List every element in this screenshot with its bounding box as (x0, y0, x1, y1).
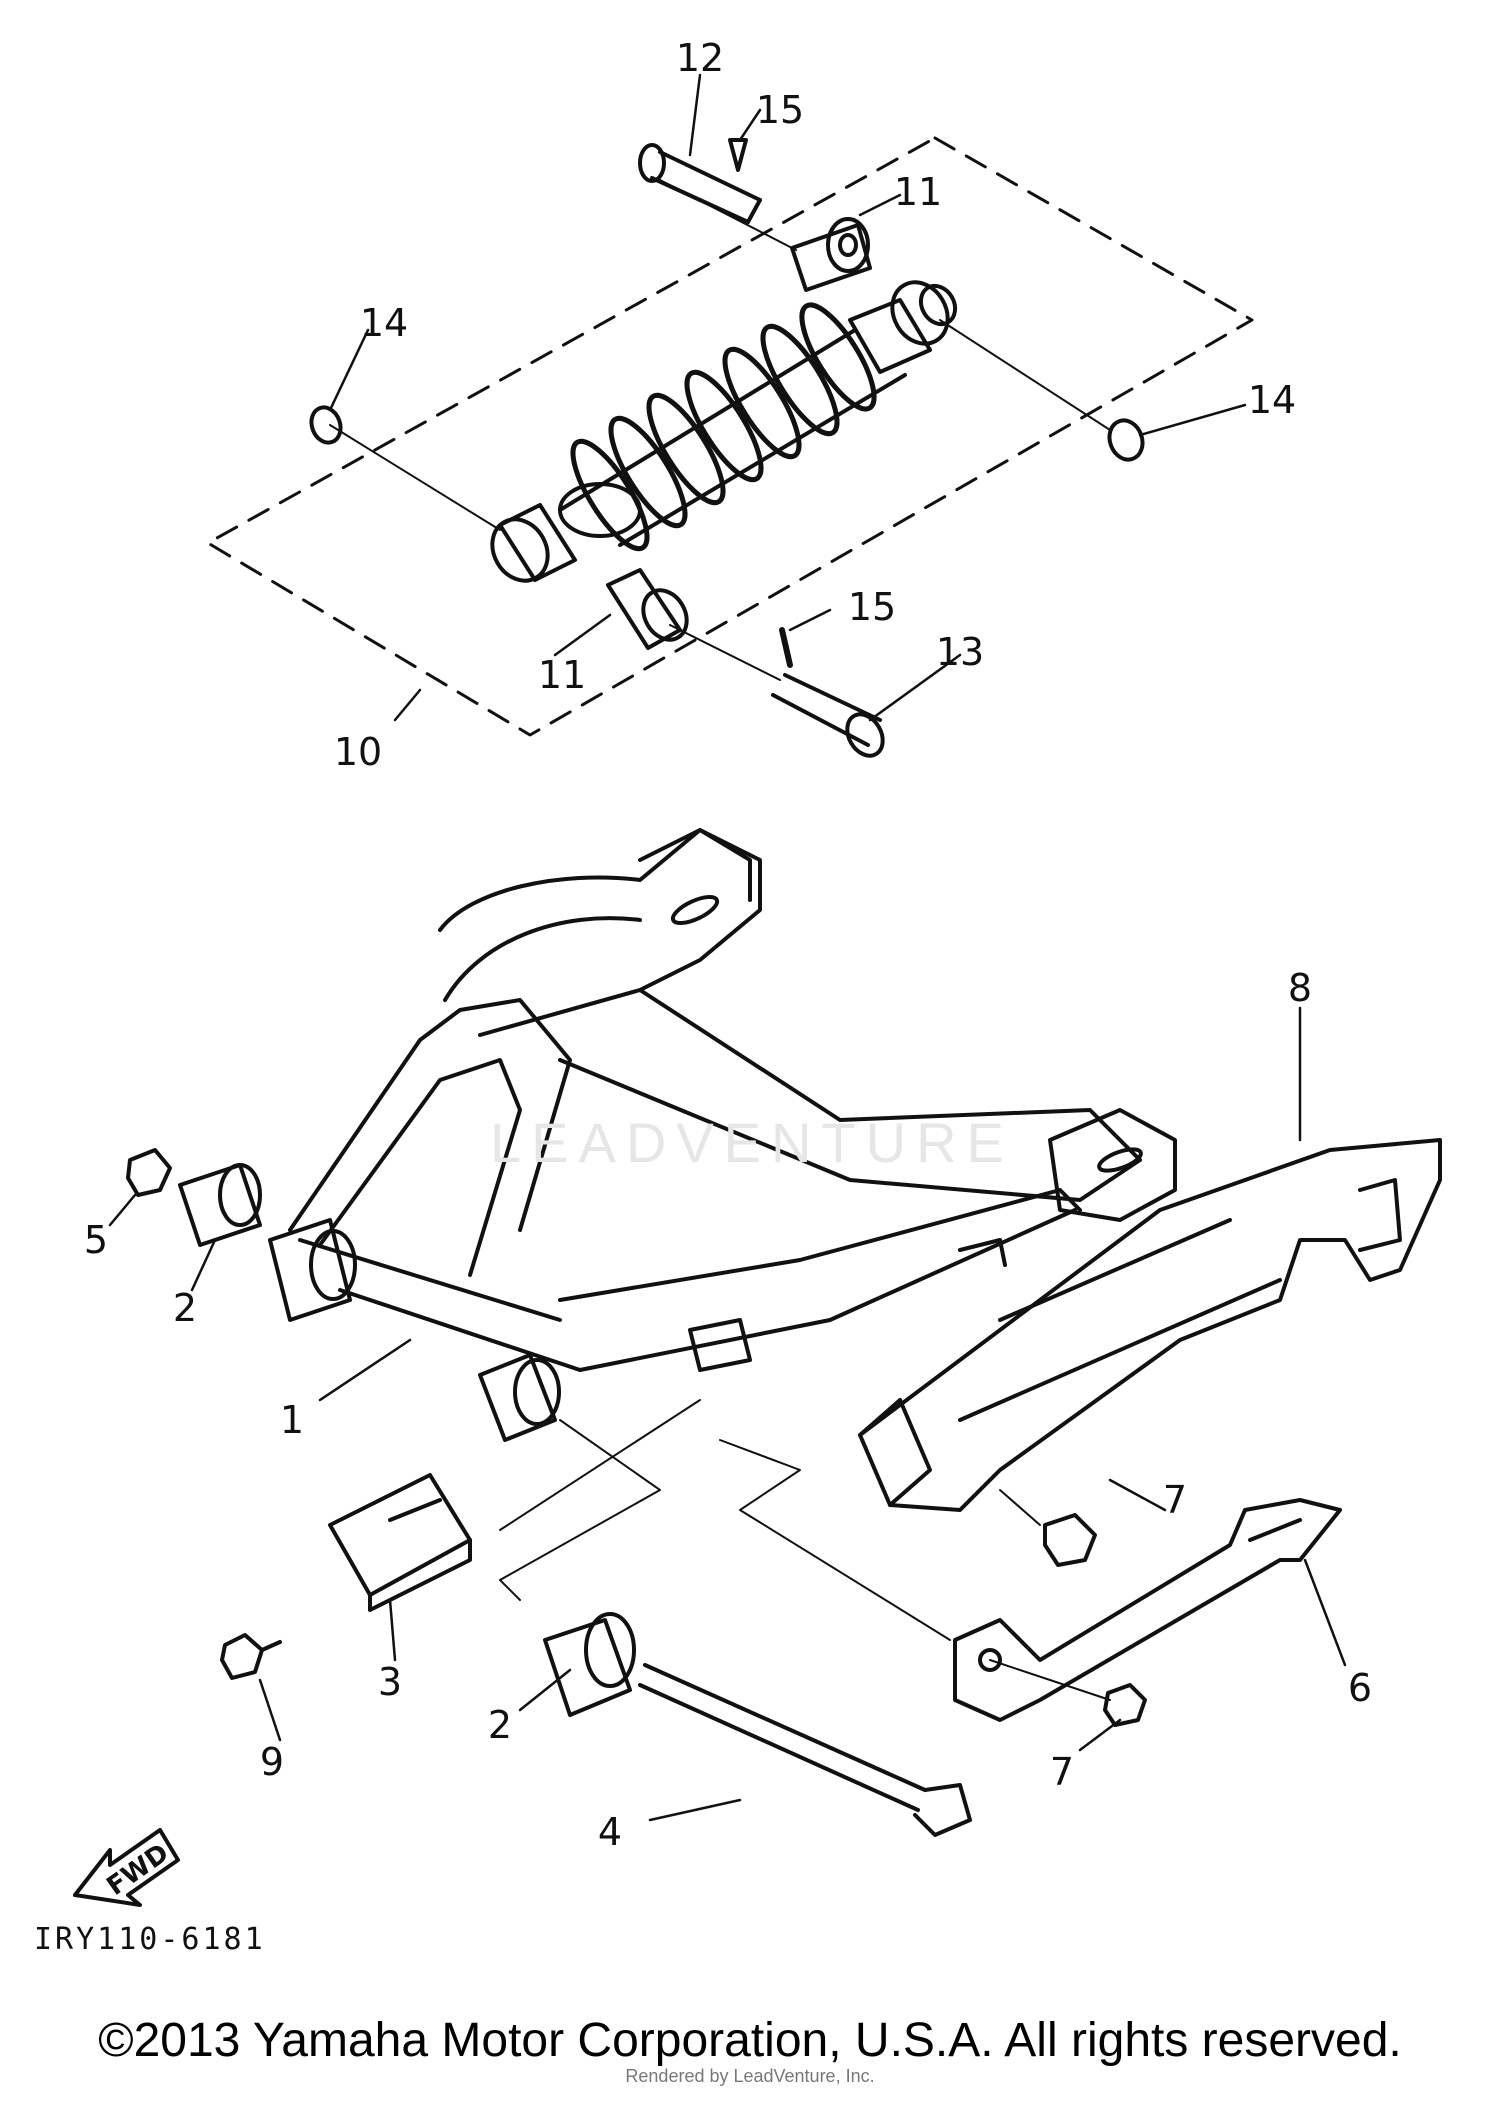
callout-1: 1 (279, 1398, 305, 1442)
bolt-13 (771, 673, 885, 758)
callout-11-lower: 11 (537, 653, 587, 697)
nut-5 (126, 1148, 172, 1197)
callout-12: 12 (675, 36, 725, 80)
callout-5: 5 (83, 1218, 109, 1262)
bolt-4 (638, 1663, 972, 1837)
callout-2: 2 (172, 1286, 198, 1330)
callout-15: 15 (755, 88, 805, 132)
callout-10: 10 (333, 730, 383, 774)
assembly-outline-10 (206, 136, 1254, 737)
bushing-2-left (178, 1163, 262, 1247)
rendered-by: Rendered by LeadVenture, Inc. (625, 2066, 875, 2086)
bolt-7-upper (1043, 1513, 1097, 1567)
callout-2-lower: 2 (487, 1703, 513, 1747)
callout-6: 6 (1347, 1666, 1373, 1710)
callout-3: 3 (377, 1660, 403, 1704)
callout-7-upper: 7 (1162, 1478, 1188, 1522)
callout-7-lower: 7 (1049, 1750, 1075, 1794)
chain-guard-6 (953, 1498, 1342, 1722)
washer-14-right (1107, 418, 1145, 462)
watermark: LEADVENTURE (490, 1111, 1014, 1174)
bushing-2-lower (543, 1612, 636, 1717)
callout-4: 4 (597, 1810, 623, 1854)
fwd-arrow (73, 1828, 180, 1907)
callout-9: 9 (259, 1740, 285, 1784)
callout-15-lower: 15 (847, 585, 897, 629)
shock-absorber (490, 280, 958, 583)
callout-14-right: 14 (1247, 378, 1297, 422)
callout-14: 14 (359, 301, 409, 345)
bushing-11-top (790, 217, 872, 292)
bushing-11-bottom (606, 568, 689, 650)
swing-arm-1 (288, 828, 1177, 1372)
copyright-notice: ©2013 Yamaha Motor Corporation, U.S.A. A… (98, 2014, 1402, 2067)
cotter-pin-15-bottom (779, 627, 793, 668)
chain-case-8 (858, 1138, 1442, 1512)
callout-13: 13 (935, 630, 985, 674)
bracket-3 (328, 1473, 472, 1612)
diagram-code: IRY110-6181 (34, 1922, 266, 1957)
pivot-collar-2 (478, 1353, 561, 1442)
callout-8: 8 (1287, 966, 1313, 1010)
callout-11: 11 (893, 170, 943, 214)
cotter-pin-15-top (728, 138, 748, 172)
bolt-9 (220, 1633, 282, 1680)
bolt-7-lower (1103, 1683, 1147, 1727)
pivot-collar (268, 1218, 357, 1322)
washer-14-left (309, 405, 343, 445)
